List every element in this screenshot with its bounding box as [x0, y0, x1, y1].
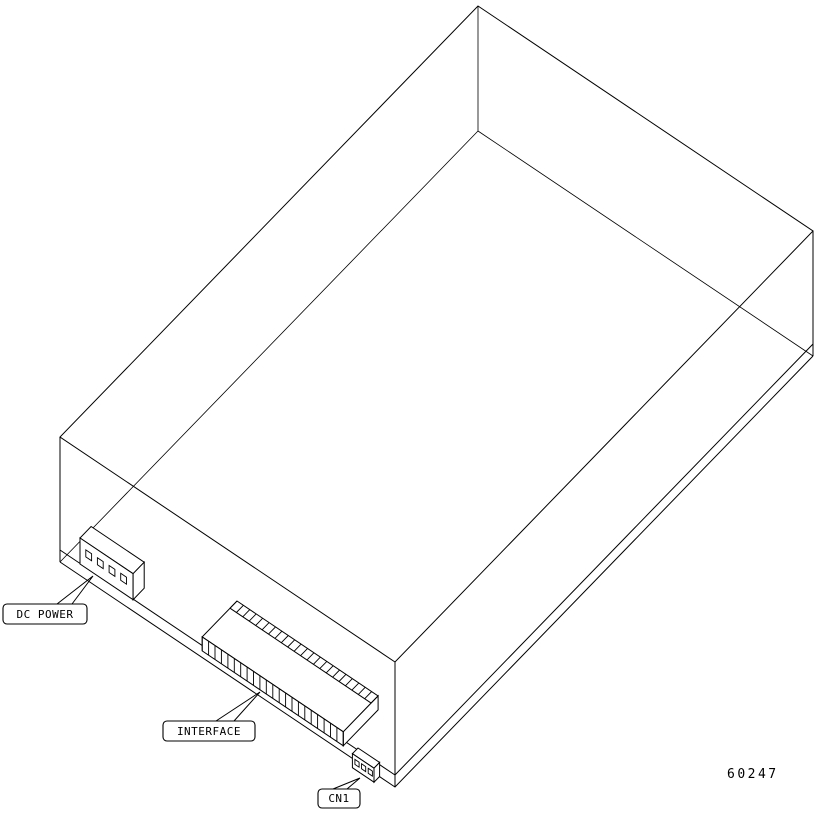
interface-label-box [162, 720, 256, 742]
box-outline [59, 5, 814, 788]
dc-power-label: DC POWER [17, 608, 74, 621]
cn1-label-box [317, 788, 361, 809]
interface-teeth-top-path [229, 600, 379, 704]
cn1-pointer [332, 777, 361, 790]
dc-power-connector [79, 525, 145, 601]
callout-cn1: CN1 [317, 777, 361, 809]
interface-connector [201, 600, 379, 748]
cn1-pins [354, 758, 373, 777]
dc-power-label-box [2, 603, 88, 625]
hidden-edges [59, 6, 814, 563]
cn1-side-face [373, 761, 381, 784]
figure-number: 60247 [727, 767, 779, 782]
interface-teeth-top [229, 600, 379, 704]
callout-dc-power: DC POWER [2, 575, 94, 625]
dc-power-pointer [56, 575, 94, 605]
callout-interface: INTERFACE [162, 691, 261, 742]
dc-power-pins [85, 549, 127, 586]
cn1-label: CN1 [328, 792, 349, 805]
dc-power-side-face [132, 560, 145, 601]
base-board-edge [59, 343, 814, 776]
interface-teeth-front-path [201, 636, 344, 746]
device-wireframe [59, 5, 814, 788]
cn1-connector [351, 747, 381, 784]
interface-label: INTERFACE [177, 725, 241, 738]
interface-teeth-front [201, 636, 344, 746]
interface-pointer [215, 691, 261, 722]
interface-teeth-topline [229, 607, 372, 704]
